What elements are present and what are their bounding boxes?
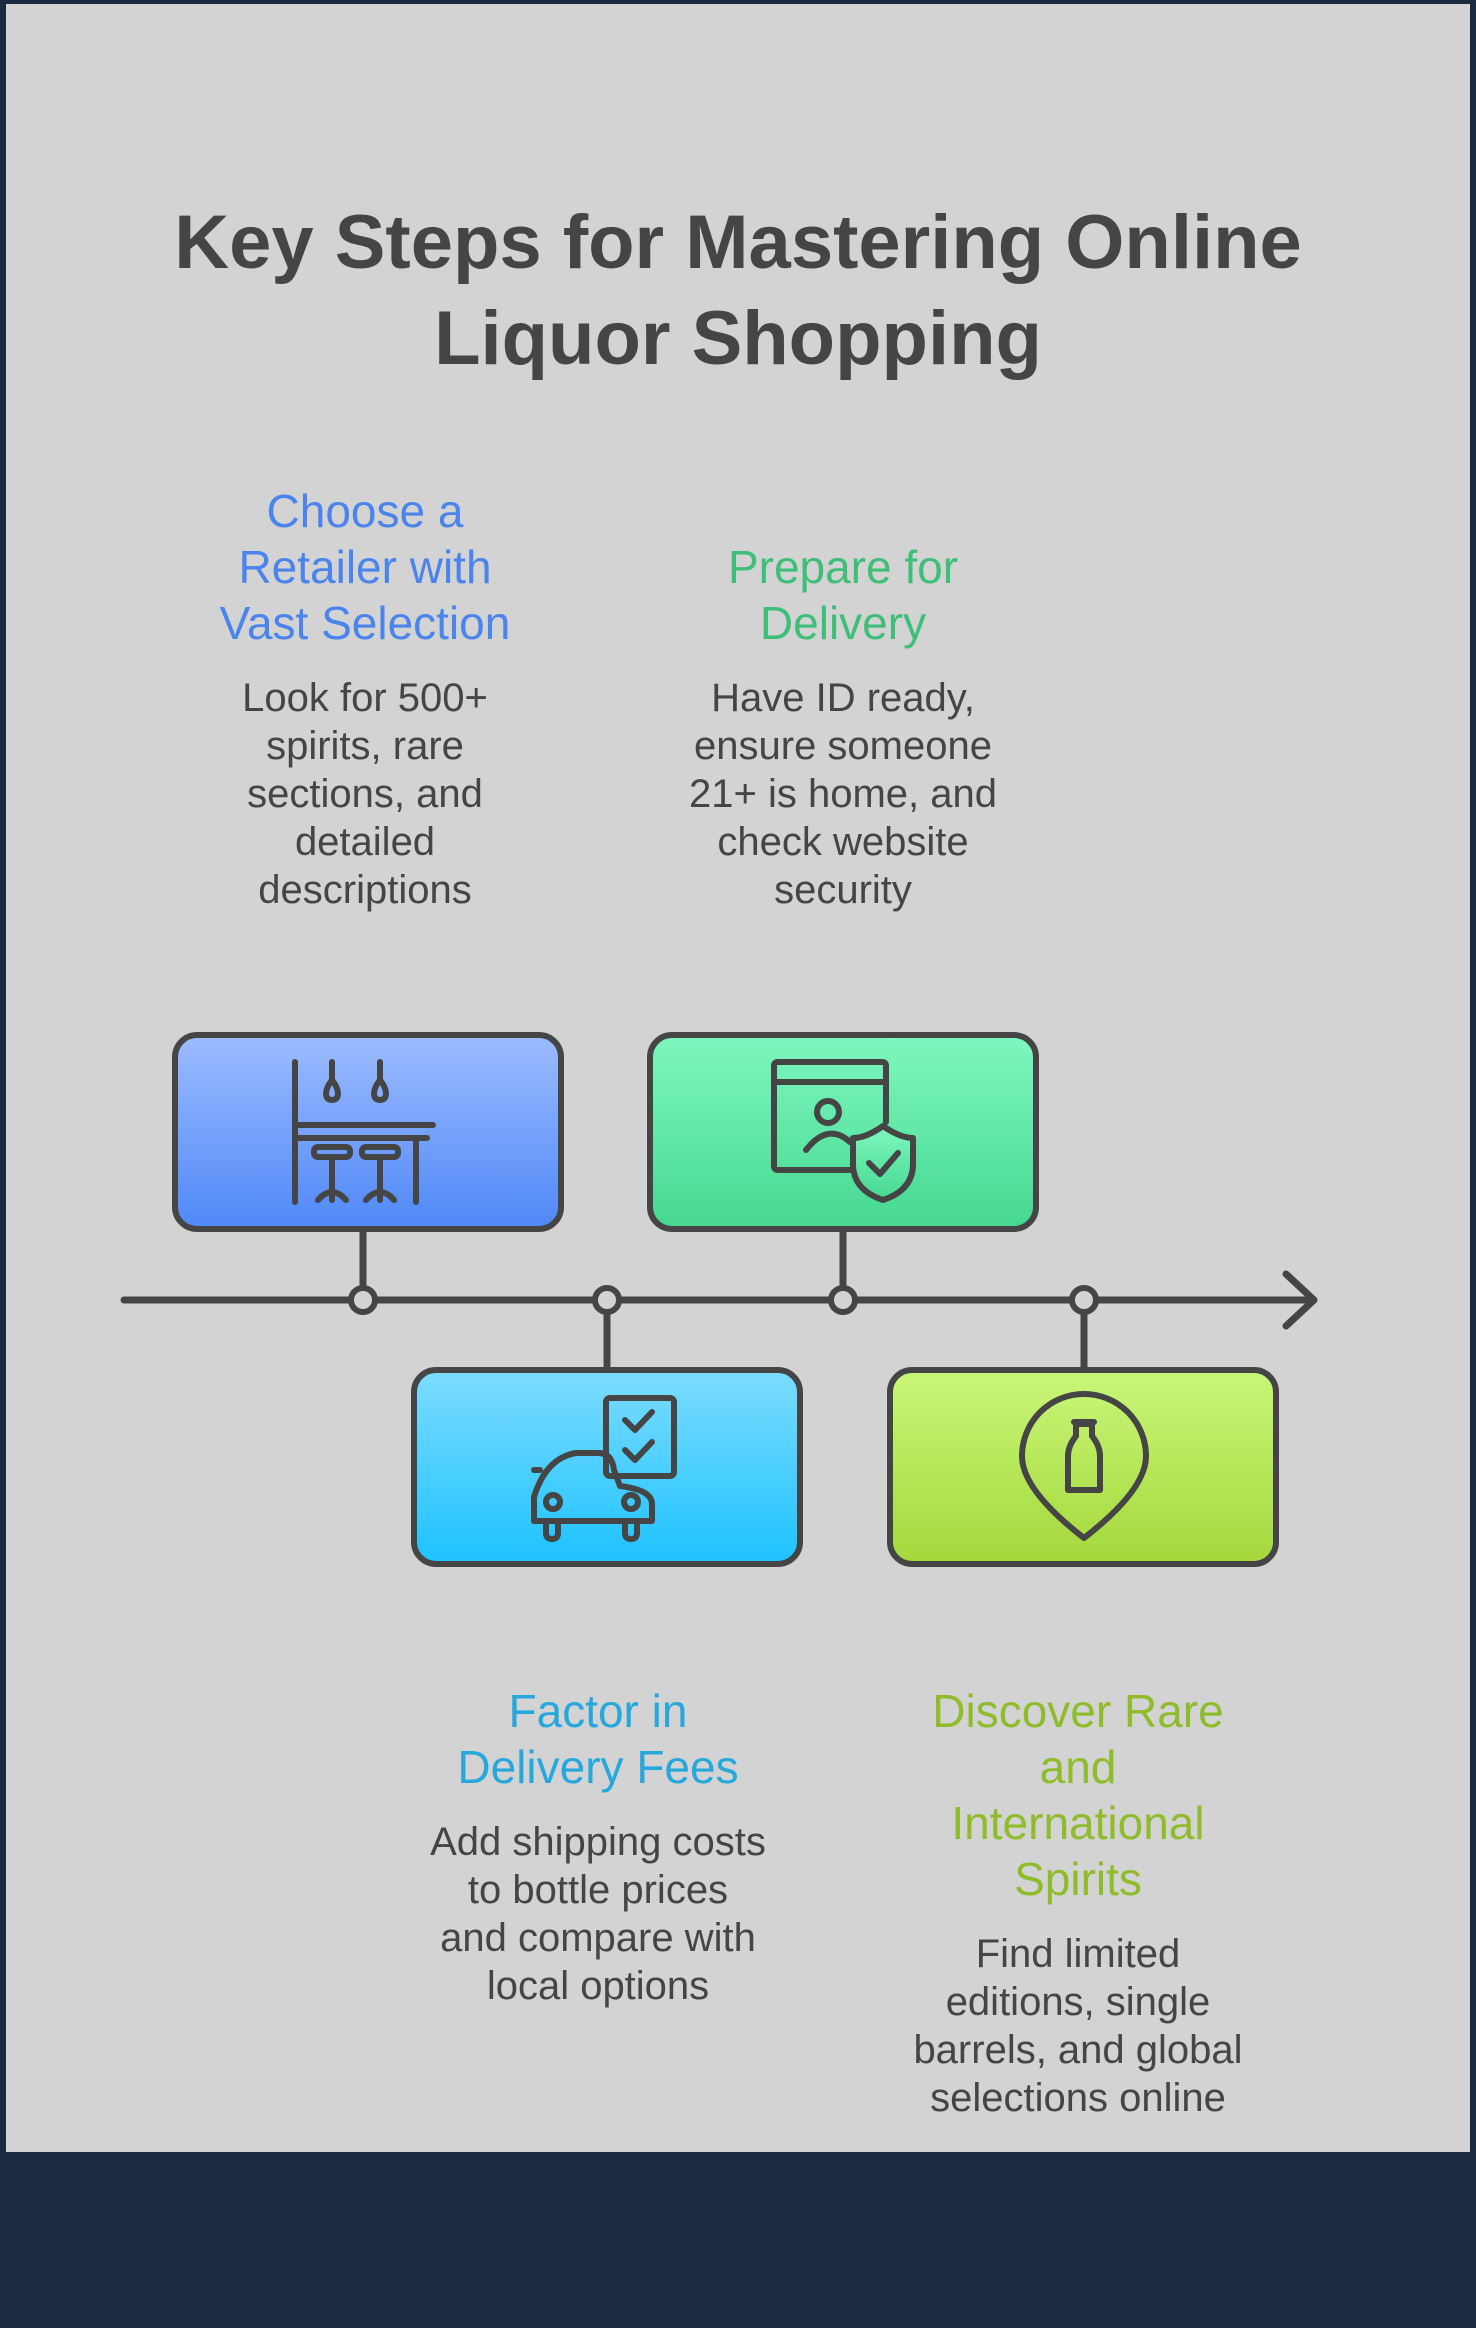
timeline-node [592, 1285, 622, 1315]
timeline-node [1069, 1285, 1099, 1315]
step-4-heading-line: Discover Rare [932, 1685, 1224, 1737]
timeline-arrowhead [1282, 1270, 1318, 1330]
step-1-description-line: Look for 500+ [242, 676, 488, 720]
step-1-description-line: spirits, rare [266, 724, 464, 768]
step-1-heading-line: Vast Selection [219, 597, 511, 649]
step-3-description: Have ID ready, ensure someone 21+ is hom… [643, 674, 1043, 914]
step-1-heading: Choose a Retailer with Vast Selection [165, 483, 565, 651]
step-3-description-line: ensure someone [694, 724, 992, 768]
step-2-description-line: and compare with [440, 1916, 756, 1960]
step-1-description-line: sections, and [247, 772, 483, 816]
secure-id-icon [771, 1059, 916, 1203]
page-title: Key Steps for Mastering Online Liquor Sh… [100, 195, 1376, 387]
step-3-description-line: Have ID ready, [711, 676, 975, 720]
step-1-icon-box [172, 1032, 564, 1232]
delivery-checklist-icon [531, 1395, 677, 1542]
title-line-2: Liquor Shopping [434, 296, 1042, 381]
step-3-heading-line: Prepare for [727, 541, 959, 593]
footer-bar [0, 2152, 1476, 2328]
step-2-description-line: local options [486, 1964, 710, 2008]
step-2-description: Add shipping costs to bottle prices and … [398, 1818, 798, 2010]
step-4-description: Find limited editions, single barrels, a… [878, 1930, 1278, 2122]
step-4-description-line: editions, single [945, 1980, 1211, 2024]
step-3-icon-box [647, 1032, 1039, 1232]
step-2-description-line: to bottle prices [467, 1868, 729, 1912]
step-1-heading-line: Choose a [266, 485, 464, 537]
step-3-heading-line: Delivery [759, 597, 927, 649]
step-4-heading-line: and [1039, 1741, 1117, 1793]
step-2-heading-line: Delivery Fees [457, 1741, 739, 1793]
step-4-description-line: barrels, and global [913, 2028, 1243, 2072]
step-4-heading-line: International [951, 1797, 1205, 1849]
step-4-heading: Discover Rare and International Spirits [878, 1683, 1278, 1907]
step-4-description-line: Find limited [975, 1932, 1181, 1976]
timeline-node [348, 1285, 378, 1315]
title-line-1: Key Steps for Mastering Online [174, 200, 1302, 285]
bar-stools-icon [292, 1059, 436, 1205]
step-2-heading-line: Factor in [508, 1685, 688, 1737]
step-3-description-line: security [774, 868, 912, 912]
step-3-heading: Prepare for Delivery [643, 539, 1043, 651]
step-2-heading: Factor in Delivery Fees [398, 1683, 798, 1795]
step-1-description-line: detailed [294, 820, 436, 864]
step-3-description-line: check website [717, 820, 969, 864]
step-3-description-line: 21+ is home, and [689, 772, 997, 816]
bottle-location-icon [1019, 1391, 1149, 1541]
step-1-description: Look for 500+ spirits, rare sections, an… [165, 674, 565, 914]
step-4-description-line: selections online [930, 2076, 1226, 2120]
step-2-description-line: Add shipping costs [430, 1820, 766, 1864]
step-4-icon-box [887, 1367, 1279, 1567]
timeline-node [828, 1285, 858, 1315]
step-1-heading-line: Retailer with [238, 541, 492, 593]
step-1-description-line: descriptions [258, 868, 472, 912]
step-4-heading-line: Spirits [1014, 1853, 1142, 1905]
